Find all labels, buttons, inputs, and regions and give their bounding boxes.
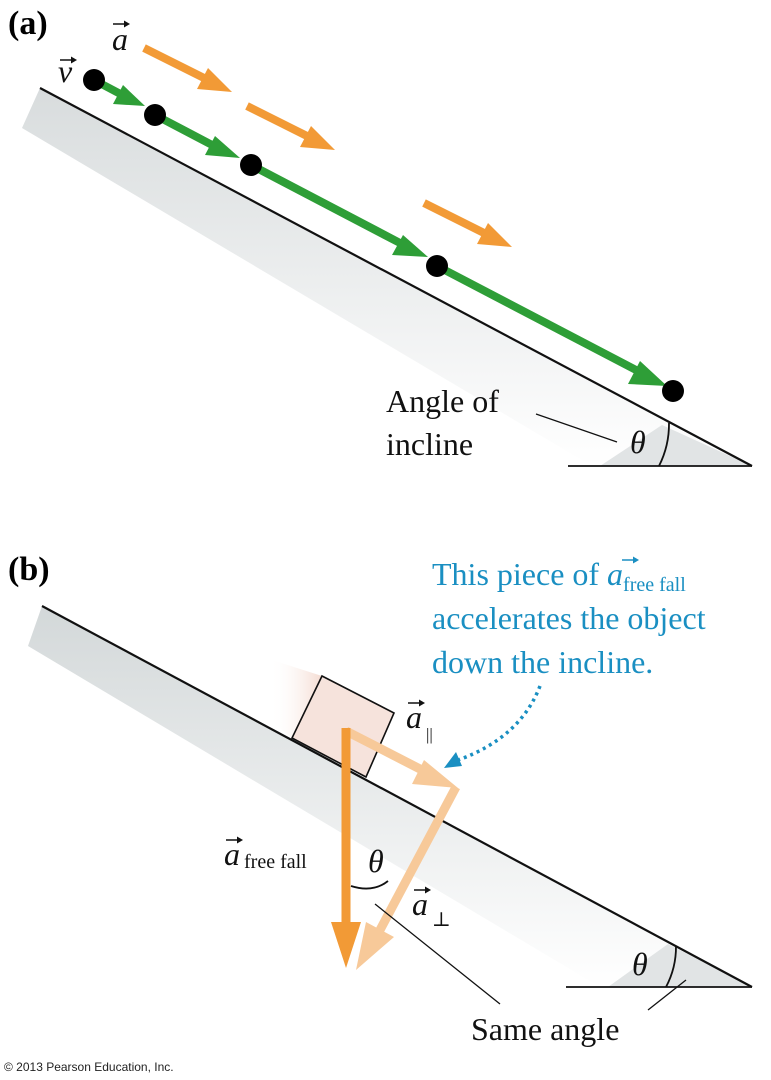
velocity-symbol: v bbox=[58, 53, 73, 89]
acceleration-vector-arrow bbox=[113, 20, 130, 28]
velocity-arrows bbox=[92, 76, 667, 386]
panel-b-label: (b) bbox=[8, 551, 50, 588]
angle-leader-a bbox=[535, 413, 618, 443]
velocity-arrowhead-2 bbox=[205, 136, 240, 158]
acceleration-arrowhead-2 bbox=[300, 126, 335, 150]
a-freefall-arrowhead bbox=[331, 922, 361, 968]
acceleration-symbol: a bbox=[112, 21, 128, 57]
incline-a-surface bbox=[22, 88, 752, 466]
callout: This piece of afree fall accelerates the… bbox=[432, 556, 706, 768]
a-parallel-subscript: || bbox=[426, 725, 433, 744]
position-dot-5 bbox=[662, 380, 684, 402]
incline-b-toe bbox=[608, 944, 752, 987]
a-perp-symbol: a bbox=[412, 886, 428, 922]
velocity-arrowhead-1 bbox=[113, 85, 145, 106]
acceleration-arrowhead-3 bbox=[477, 223, 512, 247]
velocity-arrowhead-4 bbox=[628, 361, 667, 386]
callout-line-1: This piece of afree fall bbox=[432, 556, 686, 596]
a-perp-label: a ⊥ bbox=[412, 886, 451, 931]
block-shadow bbox=[270, 660, 322, 738]
callout-pointer-arrowhead bbox=[444, 752, 462, 768]
angle-arc-a bbox=[658, 422, 670, 467]
a-freefall-subscript: free fall bbox=[244, 851, 307, 873]
callout-dotted-pointer bbox=[457, 685, 542, 762]
position-dots bbox=[83, 69, 684, 402]
a-perp-arrowhead bbox=[356, 922, 394, 970]
acceleration-arrows bbox=[142, 44, 512, 247]
incline-label: incline bbox=[386, 426, 473, 462]
acceleration-arrowhead-1 bbox=[197, 68, 232, 92]
same-angle-label: Same angle bbox=[471, 1011, 619, 1047]
a-perp-subscript: ⊥ bbox=[432, 909, 451, 931]
theta-b: θ bbox=[368, 843, 384, 879]
callout-vec-subscript: free fall bbox=[623, 574, 686, 596]
incline-a-toe bbox=[600, 425, 752, 466]
callout-line-3: down the incline. bbox=[432, 644, 653, 680]
angle-arc-b-right bbox=[665, 945, 677, 988]
a-perp-shaft bbox=[376, 784, 460, 933]
panel-a-label: (a) bbox=[8, 5, 48, 42]
angle-arc-b-vectors bbox=[350, 880, 389, 890]
a-parallel-symbol: a bbox=[406, 699, 422, 735]
position-dot-4 bbox=[426, 255, 448, 277]
position-dot-3 bbox=[240, 154, 262, 176]
angle-of-label: Angle of bbox=[386, 383, 499, 419]
a-freefall-label: a free fall bbox=[224, 836, 307, 873]
incline-b-surface bbox=[28, 606, 752, 987]
panel-a: (a) θ Angle of incline bbox=[8, 5, 753, 467]
a-parallel-arrowhead bbox=[412, 760, 458, 788]
callout-vec-symbol: a bbox=[607, 556, 623, 592]
velocity-vector-arrow bbox=[60, 56, 77, 64]
callout-line-2: accelerates the object bbox=[432, 600, 706, 636]
position-dot-2 bbox=[144, 104, 166, 126]
incline-b-edge bbox=[41, 605, 753, 988]
a-parallel-label: a || bbox=[406, 699, 433, 744]
position-dot-1 bbox=[83, 69, 105, 91]
a-parallel-shaft bbox=[343, 726, 423, 774]
panel-b: (b) θ θ Same angle a || bbox=[8, 551, 753, 1047]
copyright-notice: © 2013 Pearson Education, Inc. bbox=[4, 1060, 174, 1074]
same-angle-leader-right bbox=[647, 979, 687, 1011]
block bbox=[290, 674, 396, 779]
velocity-arrowhead-3 bbox=[392, 235, 428, 257]
theta-b-right: θ bbox=[632, 946, 648, 982]
callout-vector-arrow bbox=[622, 556, 639, 564]
callout-prefix: This piece of bbox=[432, 556, 607, 592]
same-angle-leader-left bbox=[374, 903, 501, 1005]
incline-a-edge bbox=[39, 87, 753, 467]
a-freefall-symbol: a bbox=[224, 836, 240, 872]
theta-a: θ bbox=[630, 424, 646, 460]
